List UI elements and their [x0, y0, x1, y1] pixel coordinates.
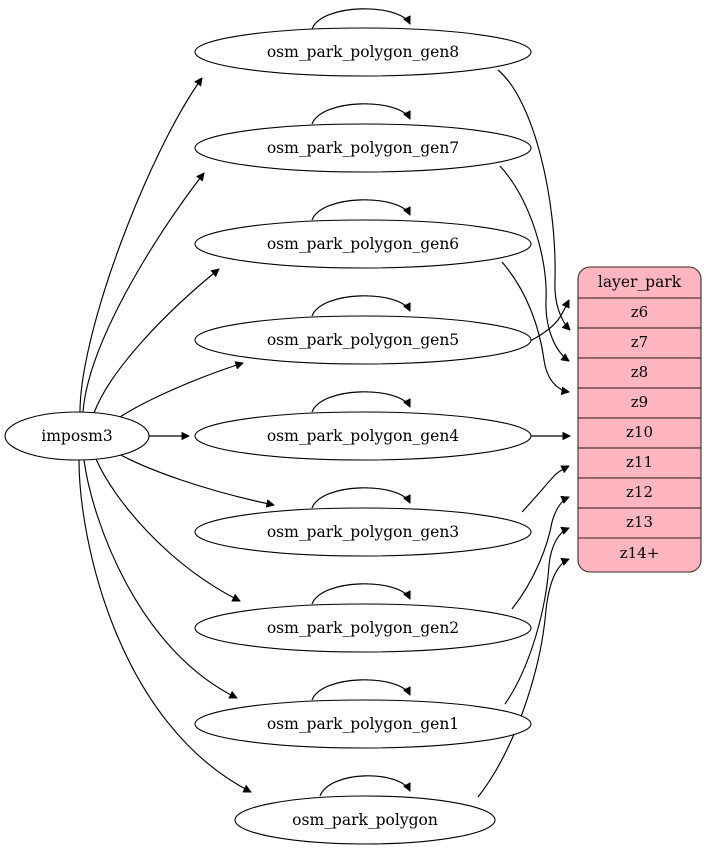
- edge-gen8-to-z7: [497, 69, 570, 330]
- node-imposm3[interactable]: imposm3: [4, 411, 150, 461]
- edge-group-to-layer-park: [477, 69, 570, 798]
- edge-imposm3-to-gen8: [79, 78, 202, 413]
- layer-park-row-z9-label: z9: [631, 393, 648, 411]
- layer-park-row-z11-label: z11: [626, 453, 653, 471]
- edge-base-to-z14: [477, 559, 569, 798]
- edge-imposm3-to-gen3: [116, 452, 274, 505]
- edge-gen3-to-z11: [521, 465, 569, 513]
- self-loop-gen1: [311, 679, 410, 701]
- layer-park-header-cell: [577, 266, 702, 299]
- self-loop-gen4: [311, 391, 410, 413]
- node-gen6-label: osm_park_polygon_gen6: [267, 235, 459, 253]
- self-loop-gen6: [311, 199, 410, 221]
- node-gen1[interactable]: osm_park_polygon_gen1: [194, 699, 532, 749]
- node-gen4[interactable]: osm_park_polygon_gen4: [194, 411, 532, 461]
- layer-park-row-z10-label: z10: [626, 423, 653, 441]
- node-gen6[interactable]: osm_park_polygon_gen6: [194, 219, 532, 269]
- edge-gen7-to-z8: [499, 165, 569, 361]
- node-gen7-label: osm_park_polygon_gen7: [267, 139, 459, 157]
- layer-park-row-z8-label: z8: [631, 363, 648, 381]
- self-loop-gen5: [311, 295, 410, 317]
- node-gen4-label: osm_park_polygon_gen4: [267, 427, 459, 445]
- self-loop-gen3: [311, 487, 410, 509]
- self-loop-base: [319, 775, 410, 797]
- node-gen8[interactable]: osm_park_polygon_gen8: [194, 27, 532, 77]
- layer-park-row-z14[interactable]: [577, 537, 702, 573]
- self-loop-gen7: [311, 103, 410, 125]
- node-gen2[interactable]: osm_park_polygon_gen2: [194, 603, 532, 653]
- layer-park-row-z7-label: z7: [631, 333, 648, 351]
- layer-park-row-z10[interactable]: [577, 417, 702, 449]
- layer-park-row-z6-label: z6: [631, 303, 648, 321]
- layer-park-header-label: layer_park: [598, 273, 682, 291]
- layer-park-row-z12-label: z12: [626, 483, 653, 501]
- layer-park-row-z6[interactable]: [577, 297, 702, 329]
- edge-imposm3-to-gen2: [95, 458, 240, 602]
- edge-imposm3-to-gen6: [93, 269, 219, 414]
- edge-gen6-to-z9: [501, 261, 569, 392]
- node-gen7[interactable]: osm_park_polygon_gen7: [194, 123, 532, 173]
- layer-park-row-z11[interactable]: [577, 447, 702, 479]
- self-loop-group: [311, 8, 410, 797]
- edge-gen2-to-z12: [511, 497, 569, 610]
- edge-imposm3-to-gen1: [83, 459, 237, 698]
- edge-imposm3-to-base: [78, 459, 251, 793]
- node-gen1-label: osm_park_polygon_gen1: [267, 715, 459, 733]
- layer-park-row-z13[interactable]: [577, 507, 702, 539]
- self-loop-gen2: [311, 583, 410, 605]
- node-gen5-label: osm_park_polygon_gen5: [267, 331, 459, 349]
- layer-park-table[interactable]: layer_park z6 z7 z8 z9 z10 z11 z12 z13 z…: [577, 266, 702, 573]
- self-loop-gen8: [311, 8, 410, 30]
- node-base-label: osm_park_polygon: [292, 811, 438, 829]
- layer-park-row-z12[interactable]: [577, 477, 702, 509]
- node-gen8-label: osm_park_polygon_gen8: [267, 43, 459, 61]
- node-gen2-label: osm_park_polygon_gen2: [267, 619, 459, 637]
- node-base[interactable]: osm_park_polygon: [234, 795, 496, 845]
- edge-imposm3-to-gen5: [116, 363, 243, 420]
- edge-imposm3-to-gen7: [82, 173, 204, 413]
- edge-gen5-to-z6: [518, 300, 570, 347]
- node-gen3-label: osm_park_polygon_gen3: [267, 523, 459, 541]
- layer-park-row-z14-label: z14+: [620, 544, 660, 562]
- node-imposm3-label: imposm3: [41, 427, 112, 445]
- edge-group-imposm3-out: [78, 78, 274, 793]
- node-gen5[interactable]: osm_park_polygon_gen5: [194, 315, 532, 365]
- node-gen3[interactable]: osm_park_polygon_gen3: [194, 507, 532, 557]
- layer-park-row-z13-label: z13: [626, 513, 653, 531]
- edge-gen1-to-z13: [504, 528, 569, 705]
